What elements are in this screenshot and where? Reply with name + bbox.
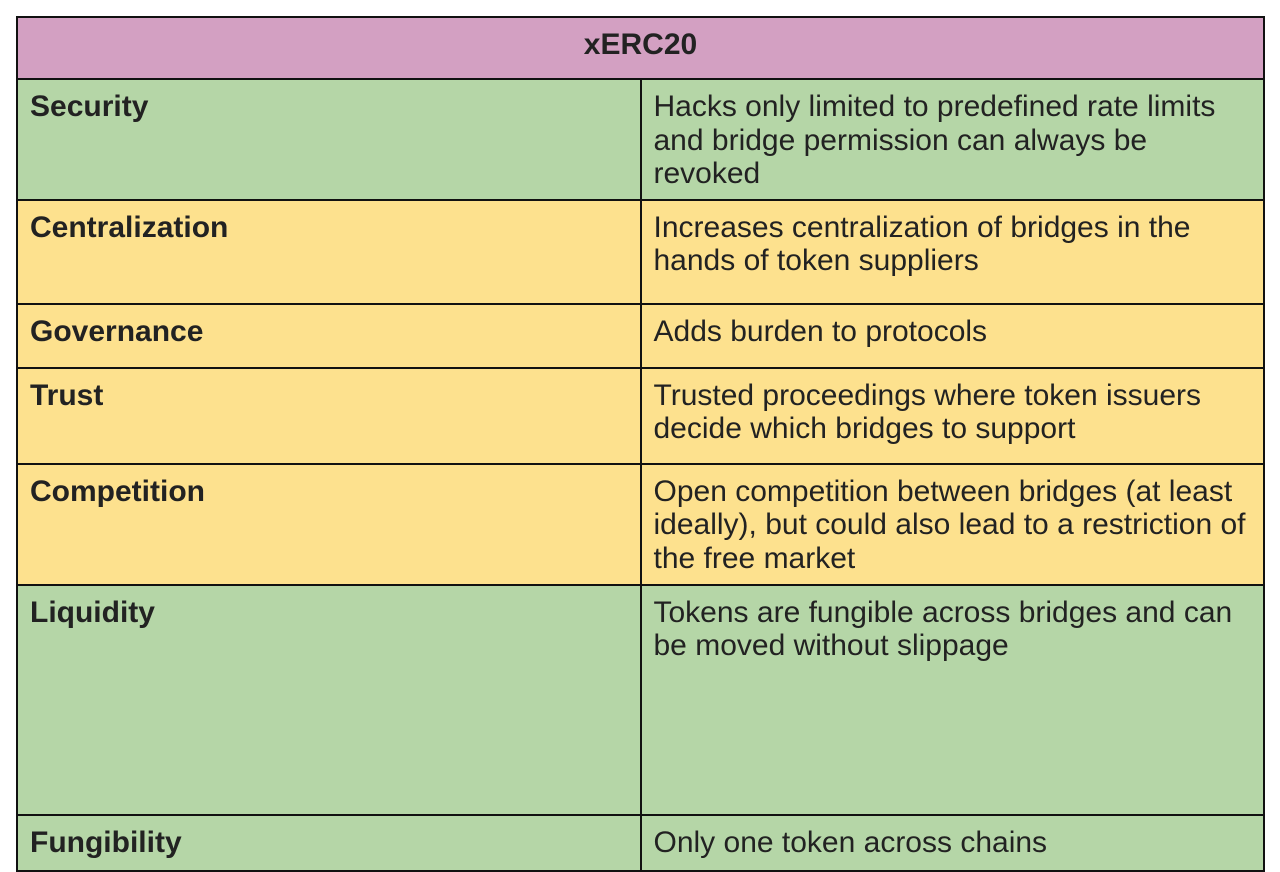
row-label: Centralization [16,198,642,305]
row-label: Security [16,78,642,201]
row-description: Hacks only limited to predefined rate li… [639,78,1265,201]
row-label: Fungibility [16,813,642,872]
row-description: Open competition between bridges (at lea… [639,462,1265,586]
row-description: Trusted proceedings where token issuers … [639,366,1265,465]
row-label: Governance [16,302,642,369]
row-description: Only one token across chains [639,813,1265,872]
table-title: xERC20 [16,16,1265,80]
row-label: Competition [16,462,642,586]
row-description: Increases centralization of bridges in t… [639,198,1265,305]
row-label: Liquidity [16,583,642,816]
row-description: Adds burden to protocols [639,302,1265,369]
table-title-row: xERC20 [16,16,1265,80]
row-label: Trust [16,366,642,465]
table-header: xERC20 [16,16,1265,80]
row-description: Tokens are fungible across bridges and c… [639,583,1265,816]
